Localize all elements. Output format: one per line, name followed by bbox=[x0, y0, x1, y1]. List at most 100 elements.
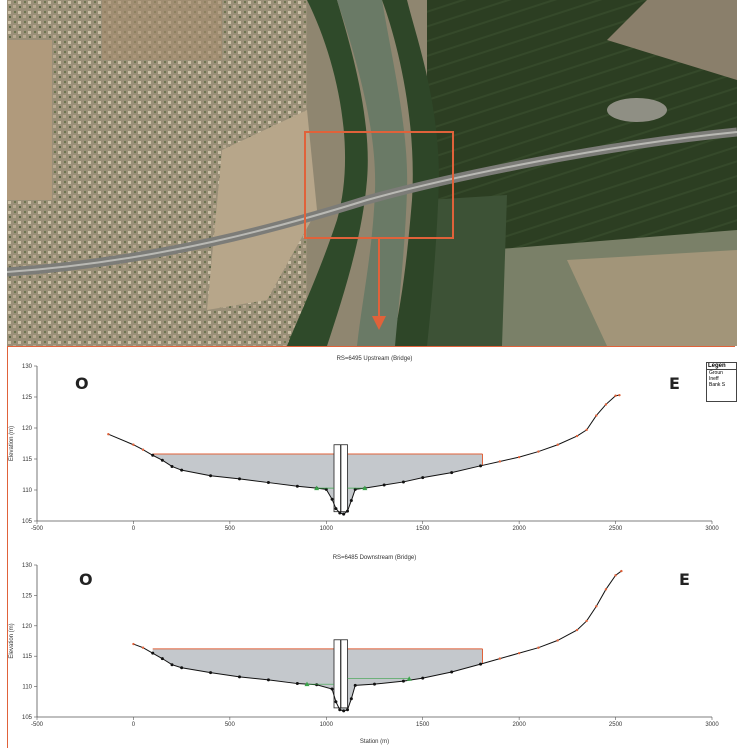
ground-point bbox=[160, 657, 164, 661]
ground-point bbox=[346, 509, 349, 513]
ground-point bbox=[334, 700, 338, 704]
ground-point bbox=[295, 682, 299, 686]
ground-point bbox=[450, 670, 454, 674]
ground-line bbox=[108, 394, 620, 515]
x-axis-label: Station (m) bbox=[360, 739, 389, 745]
ground-point bbox=[151, 651, 155, 655]
x-tick-label: 3000 bbox=[705, 526, 719, 532]
ground-point bbox=[556, 639, 559, 642]
ground-point bbox=[614, 574, 617, 577]
x-tick-label: 500 bbox=[225, 526, 236, 532]
y-tick-label: 130 bbox=[22, 364, 33, 370]
x-tick-label: 1000 bbox=[320, 722, 334, 728]
ground-point bbox=[107, 433, 110, 436]
ground-point bbox=[382, 483, 386, 487]
ground-point bbox=[180, 468, 184, 472]
ground-point bbox=[141, 448, 145, 451]
ground-point bbox=[349, 697, 353, 701]
ground-point bbox=[330, 687, 334, 691]
ground-point bbox=[330, 497, 334, 501]
ground-point bbox=[421, 476, 425, 480]
ground-point bbox=[238, 675, 241, 679]
x-tick-label: 1000 bbox=[320, 526, 334, 532]
west-label-upper: O bbox=[75, 374, 89, 393]
ground-point bbox=[595, 605, 598, 608]
chart-title: RS=6495 Upstream (Bridge) bbox=[337, 356, 413, 362]
x-tick-label: 2500 bbox=[609, 526, 623, 532]
ground-point bbox=[421, 676, 425, 680]
x-tick-label: 0 bbox=[132, 526, 136, 532]
ground-point bbox=[151, 453, 155, 457]
satellite-image bbox=[7, 0, 737, 346]
ground-point bbox=[585, 619, 588, 623]
legend-item-ineffective: Ineff bbox=[709, 376, 719, 382]
ground-point bbox=[517, 455, 521, 459]
y-axis-label: Elevation (m) bbox=[9, 426, 15, 461]
ground-point bbox=[373, 682, 376, 686]
y-tick-label: 105 bbox=[22, 715, 33, 721]
ground-point bbox=[585, 428, 588, 432]
x-tick-label: 0 bbox=[132, 722, 136, 728]
ground-point bbox=[498, 460, 502, 463]
ground-point bbox=[353, 683, 357, 687]
ground-point bbox=[334, 507, 338, 511]
ground-point bbox=[209, 671, 213, 675]
ground-point bbox=[132, 642, 135, 646]
ground-point bbox=[450, 471, 454, 475]
ground-point bbox=[537, 646, 540, 649]
ground-point bbox=[170, 663, 174, 667]
ground-point bbox=[498, 657, 502, 660]
x-tick-label: 2000 bbox=[512, 526, 526, 532]
legend: Legen Groun Ineff Bank S bbox=[706, 362, 737, 402]
ground-point bbox=[349, 499, 353, 503]
ground-point bbox=[614, 394, 617, 397]
x-tick-label: 2500 bbox=[609, 722, 623, 728]
legend-item-ground: Groun bbox=[709, 370, 723, 376]
x-tick-label: 2000 bbox=[512, 722, 526, 728]
east-label-upper: E bbox=[669, 374, 680, 393]
ground-line bbox=[133, 570, 622, 712]
ground-point bbox=[209, 474, 213, 478]
x-tick-label: 3000 bbox=[705, 722, 719, 728]
x-tick-label: 1500 bbox=[416, 526, 430, 532]
ground-point bbox=[479, 464, 483, 468]
ground-point bbox=[575, 434, 579, 438]
ground-point bbox=[324, 487, 328, 491]
y-tick-label: 105 bbox=[22, 519, 33, 525]
ground-point bbox=[132, 443, 135, 446]
y-tick-label: 115 bbox=[22, 654, 32, 660]
ground-point bbox=[618, 393, 621, 397]
ground-point bbox=[266, 678, 270, 682]
y-tick-label: 130 bbox=[22, 563, 33, 569]
ground-point bbox=[604, 588, 608, 591]
y-tick-label: 110 bbox=[22, 488, 32, 494]
y-tick-label: 125 bbox=[22, 395, 33, 401]
ground-point bbox=[170, 464, 174, 468]
legend-item-bank-station: Bank S bbox=[709, 382, 726, 388]
x-tick-label: -500 bbox=[31, 526, 44, 532]
ground-point bbox=[401, 679, 405, 683]
y-axis-label: Elevation (m) bbox=[9, 623, 15, 658]
y-tick-label: 115 bbox=[22, 457, 32, 463]
ground-point bbox=[338, 511, 342, 515]
ground-point bbox=[401, 480, 405, 484]
ground-point bbox=[479, 662, 483, 666]
river bbox=[337, 0, 408, 346]
water-area bbox=[152, 648, 483, 711]
ground-point bbox=[315, 683, 319, 687]
ground-point bbox=[141, 646, 145, 649]
ground-point bbox=[266, 481, 270, 485]
ground-point bbox=[595, 414, 598, 417]
ground-point bbox=[238, 477, 241, 481]
ground-point bbox=[620, 569, 623, 573]
ground-point bbox=[160, 458, 164, 462]
y-tick-label: 120 bbox=[22, 426, 33, 432]
west-label-lower: O bbox=[79, 570, 93, 589]
ground-point bbox=[575, 628, 579, 632]
ground-point bbox=[180, 666, 184, 670]
y-tick-label: 120 bbox=[22, 624, 33, 630]
east-label-lower: E bbox=[679, 570, 690, 589]
ground-point bbox=[537, 450, 540, 453]
ground-point bbox=[295, 484, 299, 488]
